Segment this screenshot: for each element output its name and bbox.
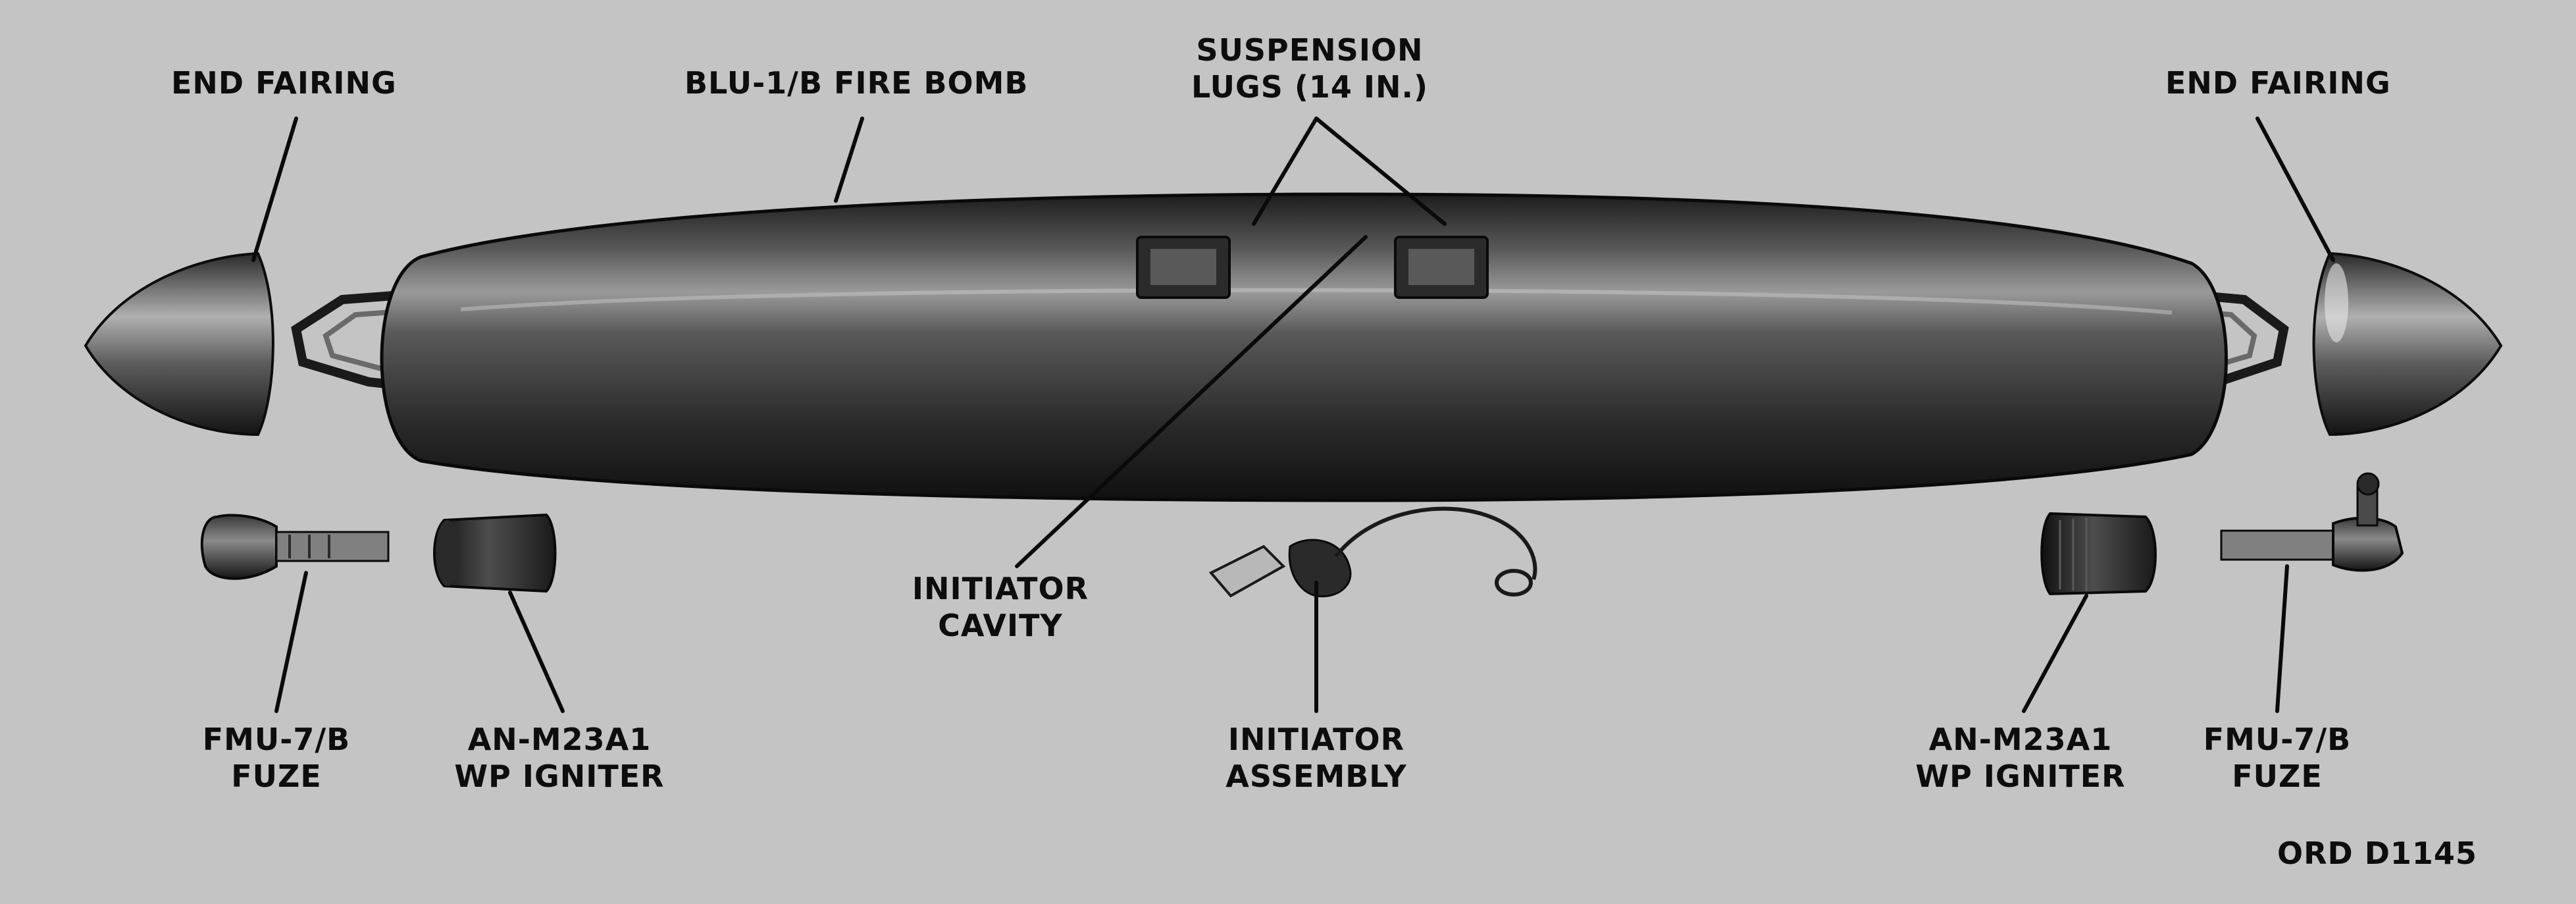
label-initiator-assembly-line1: INITIATOR — [1227, 722, 1405, 757]
fire-bomb-body — [380, 192, 2228, 502]
end-fairing-left — [84, 252, 274, 437]
end-fairing-right — [2312, 252, 2503, 437]
label-initiator-cavity-line2: CAVITY — [938, 608, 1063, 643]
label-fmu-fuze-right: FMU-7/B FUZE — [2178, 721, 2376, 795]
label-igniter-left: AN-M23A1 WP IGNITER — [421, 721, 698, 795]
figure-reference: ORD D1145 — [2277, 836, 2477, 871]
initiator-assembly-part — [1208, 506, 1537, 598]
leader-end-fairing-right — [2255, 117, 2335, 262]
label-initiator-assembly-line2: ASSEMBLY — [1225, 758, 1407, 794]
label-initiator-cavity-line1: INITIATOR — [912, 571, 1089, 606]
label-fmu-fuze-right-line1: FMU-7/B — [2203, 722, 2352, 757]
leader-fuze-left — [274, 571, 308, 713]
label-igniter-left-line2: WP IGNITER — [454, 758, 665, 794]
label-fmu-fuze-left: FMU-7/B FUZE — [178, 721, 375, 795]
leader-end-fairing-left — [251, 117, 298, 262]
wp-igniter-right — [2040, 512, 2157, 596]
fmu-fuze-left — [200, 514, 390, 580]
suspension-lug-right — [1394, 236, 1489, 299]
label-suspension-lugs: SUSPENSION LUGS (14 IN.) — [1145, 32, 1474, 105]
leader-igniter-left — [508, 591, 565, 713]
label-fmu-fuze-left-line1: FMU-7/B — [202, 722, 351, 757]
leader-fire-bomb — [834, 117, 864, 203]
leader-lug-left — [1252, 117, 1318, 226]
label-suspension-lugs-line1: SUSPENSION — [1196, 32, 1424, 68]
leader-fuze-right — [2275, 564, 2289, 713]
label-initiator-cavity: INITIATOR CAVITY — [902, 570, 1099, 644]
label-igniter-right-line1: AN-M23A1 — [1928, 722, 2113, 757]
suspension-lug-left — [1136, 236, 1231, 299]
label-igniter-right: AN-M23A1 WP IGNITER — [1882, 721, 2159, 795]
label-fmu-fuze-left-line2: FUZE — [231, 758, 322, 794]
label-end-fairing-right: END FAIRING — [2165, 65, 2391, 101]
fmu-fuze-right — [2220, 472, 2404, 572]
wp-igniter-left — [433, 513, 557, 593]
leader-igniter-right — [2022, 594, 2088, 713]
label-igniter-right-line2: WP IGNITER — [1915, 758, 2126, 794]
leader-lines — [251, 117, 2335, 713]
label-igniter-left-line1: AN-M23A1 — [467, 722, 652, 757]
label-end-fairing-left: END FAIRING — [171, 65, 397, 101]
leader-initiator-cavity — [1015, 235, 1368, 568]
label-suspension-lugs-line2: LUGS (14 IN.) — [1191, 69, 1429, 105]
label-fmu-fuze-right-line2: FUZE — [2232, 758, 2323, 794]
leader-lug-right — [1314, 117, 1447, 226]
label-initiator-assembly: INITIATOR ASSEMBLY — [1185, 721, 1448, 795]
label-fire-bomb: BLU-1/B FIRE BOMB — [684, 65, 1029, 101]
